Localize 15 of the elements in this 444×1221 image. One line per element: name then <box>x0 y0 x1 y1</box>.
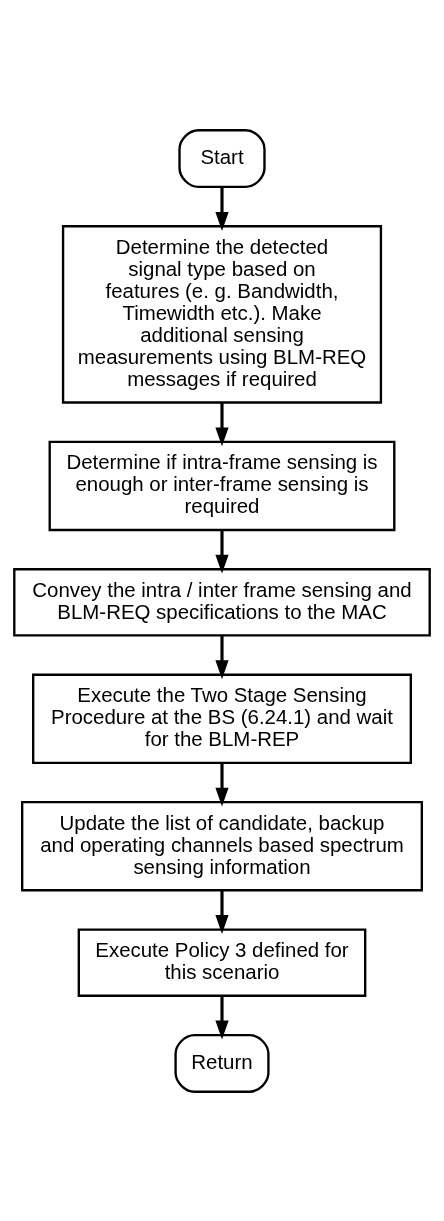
node-box: Return <box>174 1033 270 1093</box>
node-box: Determine if intra-frame sensing is enough or inter-frame sensing is required <box>48 440 396 531</box>
arrow <box>215 635 229 679</box>
node-box: Execute Policy 3 defined for this scenario <box>77 927 367 997</box>
arrow <box>215 529 229 574</box>
node-box: Update the list of candidate, backup and operating channels based spectrum sensing information <box>21 800 423 891</box>
node-box: Determine the detected signal type based on features (e. g. Bandwidth, Timewidth etc.). Make additional sensing measurements using BLM-REQ messages if required <box>61 224 383 404</box>
arrow <box>215 762 229 807</box>
arrow <box>215 995 229 1039</box>
arrow <box>215 187 229 231</box>
node-box: Start <box>178 128 266 188</box>
arrow <box>215 402 229 446</box>
node-box: Execute the Two Stage Sensing Procedure at the BS (6.24.1) and wait for the BLM-REP <box>32 673 412 764</box>
node-box: Convey the intra / inter frame sensing and BLM-REQ specifications to the MAC <box>13 567 431 637</box>
arrow <box>215 890 229 934</box>
